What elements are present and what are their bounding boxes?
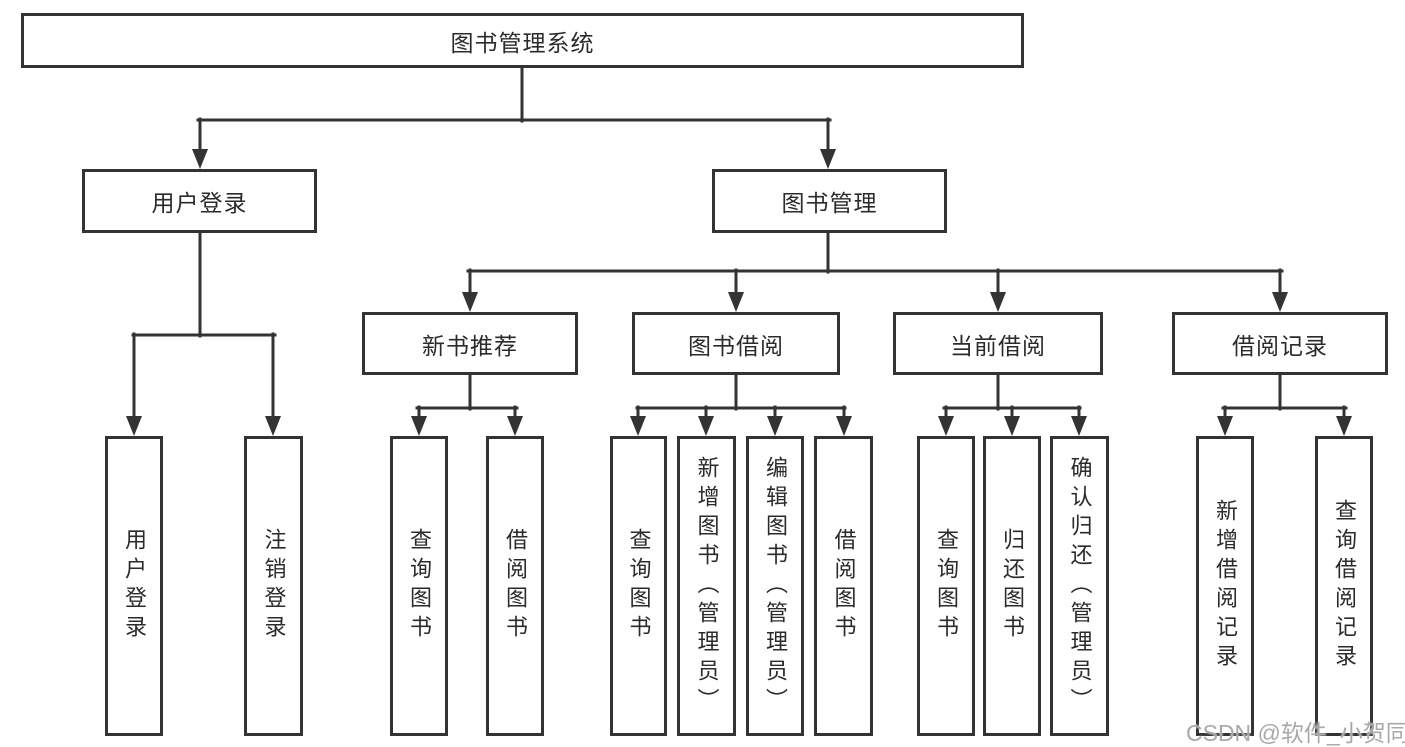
node-current-borrowing: 当前借阅: [893, 312, 1103, 375]
node-label: 借阅图书: [503, 528, 528, 644]
node-label: 归还图书: [1000, 528, 1025, 644]
node-label: 查询借阅记录: [1332, 499, 1357, 673]
leaf-query-books-borrowing: 查询图书: [610, 436, 667, 736]
node-label: 借阅图书: [831, 528, 857, 644]
leaf-logout: 注销登录: [244, 436, 303, 736]
node-borrowing-records: 借阅记录: [1172, 312, 1388, 375]
node-library-management-system: 图书管理系统: [21, 13, 1024, 68]
node-book-management: 图书管理: [712, 169, 947, 233]
leaf-borrow-books-recommend: 借阅图书: [486, 436, 544, 736]
node-label: 借阅记录: [1232, 332, 1328, 359]
node-label: 新增借阅记录: [1213, 499, 1238, 673]
leaf-add-books-admin: 新增图书（管理员）: [677, 436, 736, 736]
leaf-user-login: 用户登录: [105, 436, 163, 736]
node-book-borrowing: 图书借阅: [632, 312, 840, 375]
node-label: 当前借阅: [950, 332, 1046, 359]
leaf-confirm-return-admin: 确认归还（管理员）: [1050, 436, 1109, 736]
node-label: 确认归还（管理员）: [1067, 455, 1093, 717]
node-label: 用户登录: [122, 528, 147, 644]
node-label: 查询图书: [626, 528, 652, 644]
leaf-query-books-current: 查询图书: [917, 436, 975, 736]
node-label: 图书管理系统: [450, 29, 595, 56]
leaf-borrow-books: 借阅图书: [814, 436, 873, 736]
node-label: 图书借阅: [688, 332, 784, 359]
node-label: 查询图书: [934, 528, 959, 644]
leaf-edit-books-admin: 编辑图书（管理员）: [746, 436, 804, 736]
node-label: 注销登录: [261, 528, 287, 644]
node-label: 新书推荐: [422, 332, 518, 359]
node-label: 编辑图书（管理员）: [763, 455, 788, 717]
node-label: 图书管理: [781, 190, 878, 216]
node-user-login: 用户登录: [82, 169, 317, 233]
csdn-watermark: CSDN @软件_小贺同学: [1186, 720, 1405, 746]
node-label: 用户登录: [151, 190, 248, 216]
leaf-query-books-recommend: 查询图书: [390, 436, 448, 736]
node-new-book-recommendation: 新书推荐: [362, 312, 578, 375]
leaf-return-books: 归还图书: [983, 436, 1041, 736]
leaf-add-borrow-record: 新增借阅记录: [1196, 436, 1254, 736]
node-label: 查询图书: [407, 528, 432, 644]
leaf-query-borrow-record: 查询借阅记录: [1315, 436, 1373, 736]
node-label: 新增图书（管理员）: [694, 455, 720, 717]
